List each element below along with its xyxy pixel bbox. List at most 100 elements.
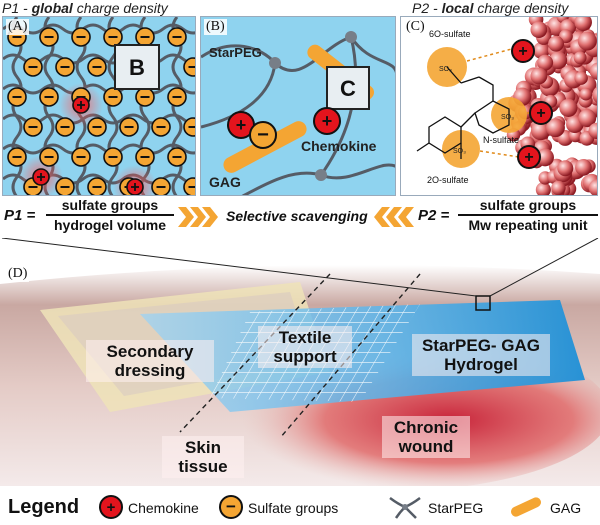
protein-bead <box>592 86 597 104</box>
protein-bead <box>575 158 592 176</box>
sulfate-legend-icon: − <box>219 495 243 519</box>
chemokine <box>126 178 144 195</box>
protein-bead <box>535 182 551 195</box>
sulfate-group <box>87 57 107 77</box>
legend-starpeg: StarPEG <box>428 500 484 516</box>
sulfate-group <box>23 57 43 77</box>
plus-sign: + <box>322 111 333 131</box>
gag-label: GAG <box>209 174 241 190</box>
protein-bead <box>549 51 568 70</box>
protein-bead <box>530 21 548 39</box>
protein-bead <box>551 180 566 195</box>
sulfate-group <box>167 147 187 167</box>
p1-numerator: sulfate groups <box>46 197 174 216</box>
chemokine-legend-icon: + <box>99 495 123 519</box>
sulfate-group <box>39 147 59 167</box>
plus-sign: + <box>536 105 545 122</box>
protein-bead <box>545 118 565 138</box>
panel-a-network-svg: B <box>3 17 195 195</box>
sulfate-group <box>151 177 171 195</box>
protein-bead <box>536 148 554 167</box>
secondary-dressing-label: Secondary dressing <box>86 340 214 382</box>
textile-support-label: Textile support <box>258 326 352 368</box>
chemokine-plus <box>517 145 541 169</box>
panel-a-box-letter: B <box>129 55 145 80</box>
protein-bead <box>589 62 597 80</box>
panel-a-zoom-box <box>114 44 160 90</box>
selective-scavenging-label: Selective scavenging <box>226 208 368 224</box>
p1-header-suffix: charge density <box>72 0 168 16</box>
sulfate-group <box>39 27 59 47</box>
gag-legend-icon <box>511 497 541 517</box>
legend-gag: GAG <box>550 500 582 516</box>
starpeg-chain <box>3 23 195 35</box>
protein-bead <box>573 51 587 65</box>
chronic-wound-label: Chronic wound <box>382 416 470 458</box>
p2-header-suffix: charge density <box>473 0 569 16</box>
starpeg-chain <box>273 35 352 72</box>
panel-b-box-letter: C <box>340 76 356 101</box>
textile-support-text: Textile support <box>273 328 337 366</box>
chemokine-label: Chemokine <box>301 138 377 154</box>
sulfate-group <box>71 27 91 47</box>
sulfate-group <box>87 177 107 195</box>
zoom-marker <box>475 295 491 311</box>
p1-header-prefix: P1 - <box>2 0 32 16</box>
skin-tissue-label: Skin tissue <box>162 436 244 478</box>
starpeg-node <box>315 169 327 181</box>
hydrogel-label: StarPEG- GAG Hydrogel <box>412 334 550 376</box>
sulfate-group <box>7 87 27 107</box>
sulfate-group <box>103 27 123 47</box>
connector-right <box>489 238 599 297</box>
chemokine <box>72 96 90 114</box>
sulfate-group <box>39 87 59 107</box>
panel-c-local-charge: (C) SO₃ SO₃ SO₃ <box>400 16 598 196</box>
starpeg-node <box>345 31 357 43</box>
sulfate-group <box>23 117 43 137</box>
chemokine-plus <box>313 107 341 135</box>
svg-text:−: − <box>226 497 236 516</box>
plus-sign: + <box>236 115 247 135</box>
protein-bead <box>574 17 592 32</box>
starpeg-label: StarPEG <box>209 45 262 60</box>
protein-bead <box>537 54 554 71</box>
connector-line <box>466 46 520 62</box>
chronic-wound-text: Chronic wound <box>393 418 459 456</box>
p1-equation-label: P1 = <box>4 207 36 224</box>
right-chevrons-icon <box>178 207 218 227</box>
protein-bead <box>557 160 574 177</box>
p2-numerator: sulfate groups <box>458 197 598 216</box>
panel-b-zoom-box <box>326 66 370 110</box>
protein-bead <box>559 98 578 117</box>
starpeg-chain <box>201 44 277 65</box>
p1-header: P1 - global charge density <box>2 0 168 16</box>
p2-header-bold: local <box>441 0 474 16</box>
connector-left <box>1 238 477 297</box>
sulfate-group <box>183 117 195 137</box>
sulfate-minus <box>249 121 277 149</box>
panel-b-svg: C + − + StarPEG Chemokine GAG <box>201 31 395 195</box>
sulfate-group <box>103 87 123 107</box>
sulfate-group <box>167 27 187 47</box>
starpeg-chain <box>319 36 358 176</box>
sulfate-group <box>167 87 187 107</box>
starpeg-node <box>269 57 281 69</box>
label-2o-sulfate: 2O-sulfate <box>427 175 469 185</box>
protein-bead <box>579 87 593 101</box>
svg-text:+: + <box>107 499 116 516</box>
hydrogel-text: StarPEG- GAG Hydrogel <box>421 336 541 374</box>
starpeg-chain <box>241 171 322 195</box>
starpeg-chain <box>3 83 195 95</box>
plus-sign: + <box>518 43 527 60</box>
legend-sulfate: Sulfate groups <box>248 500 339 516</box>
starpeg-chain <box>171 17 183 195</box>
p2-header-prefix: P2 - <box>412 0 442 16</box>
panel-b-label: (B) <box>204 19 227 35</box>
sulfate-group <box>135 147 155 167</box>
protein-bead <box>578 109 597 128</box>
sulfate-group <box>55 57 75 77</box>
protein-bead <box>530 67 548 85</box>
so3-glyph: SO₃ <box>501 114 514 121</box>
legend: Legend + Chemokine − Sulfate groups Star… <box>0 488 600 525</box>
label-6o-sulfate: 6O-sulfate <box>429 29 471 39</box>
